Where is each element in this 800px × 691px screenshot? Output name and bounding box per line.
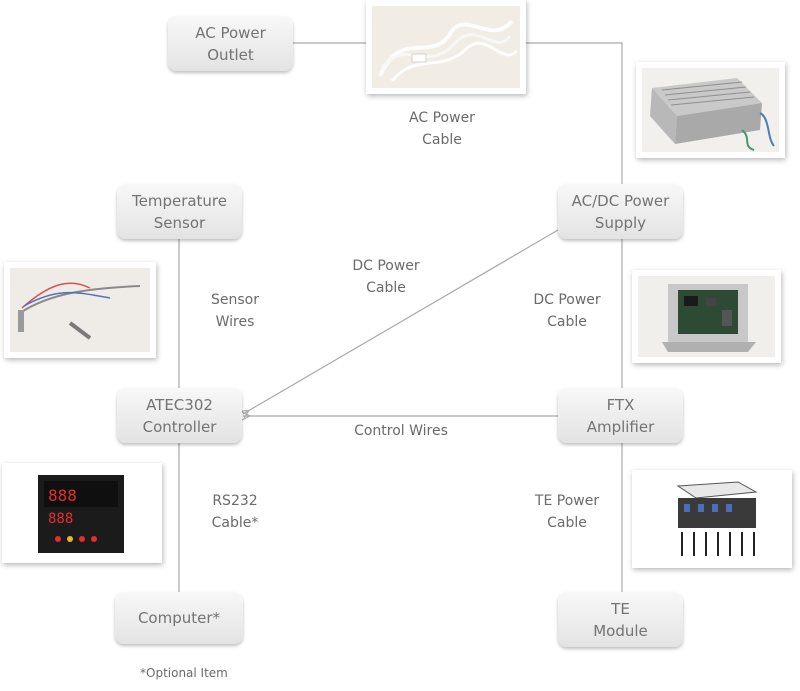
te-power-cable-label: TE Power Cable: [534, 493, 600, 531]
ac-power-cable-label: AC Power Cable: [409, 110, 475, 148]
optional-item-footnote: *Optional Item: [140, 666, 228, 680]
ac-power-outlet-node: AC Power Outlet: [168, 16, 293, 71]
dc-power-cable-right-label: DC Power Cable: [533, 292, 601, 330]
svg-text:888: 888: [48, 486, 77, 505]
svg-text:888: 888: [48, 511, 73, 527]
dc-power-diagonal-line: [243, 229, 559, 414]
temperature-sensor-node: Temperature Sensor: [117, 184, 242, 239]
te-module-photo: [632, 470, 792, 568]
sensor-wires-label: Sensor Wires: [211, 292, 259, 330]
ftx-amplifier-node: FTX Amplifier: [558, 388, 683, 443]
te-module-node: TE Module: [558, 592, 683, 647]
amplifier-photo: [632, 270, 781, 363]
temperature-sensor-photo: [4, 262, 156, 358]
computer-node: Computer*: [115, 592, 243, 644]
ac-power-cable-photo: [366, 0, 526, 94]
control-wires-label: Control Wires: [354, 423, 448, 439]
ac-dc-power-supply-node: AC/DC Power Supply: [558, 184, 683, 239]
atec302-controller-node: ATEC302 Controller: [117, 388, 242, 443]
rs232-cable-label: RS232 Cable*: [211, 493, 259, 531]
ac-cable-to-supply-line: [526, 42, 623, 186]
dc-power-cable-diagonal-label: DC Power Cable: [352, 258, 420, 296]
controller-photo: 888 888: [2, 463, 162, 563]
power-supply-photo: [636, 62, 785, 158]
